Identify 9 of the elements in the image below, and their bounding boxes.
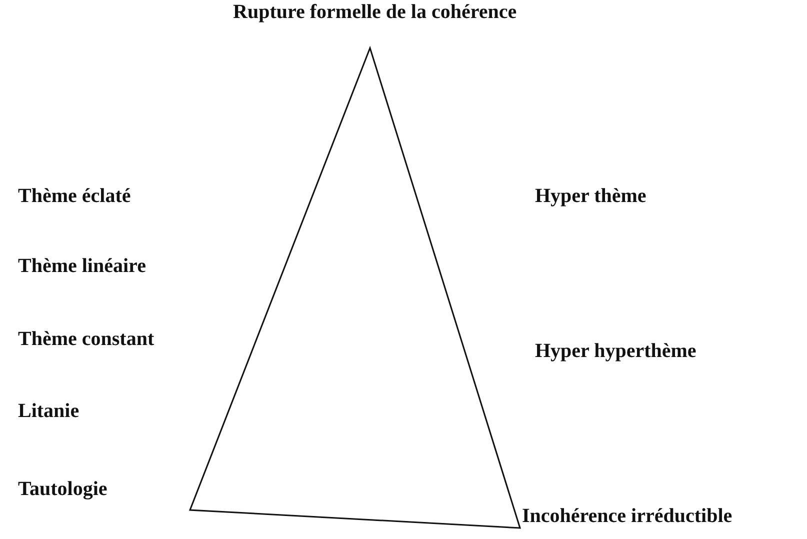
- axis-label: Litanie: [18, 399, 80, 423]
- axis-label: Hyper hyperthème: [535, 339, 696, 363]
- axis-label: Incohérence irréductible: [522, 504, 732, 528]
- axis-label: Thème éclaté: [18, 184, 131, 208]
- axis-label: Thème constant: [18, 327, 154, 351]
- axis-label: Thème linéaire: [18, 254, 146, 278]
- axis-label: Rupture formelle de la cohérence: [233, 0, 517, 24]
- axis-label: Hyper thème: [535, 184, 646, 208]
- axis-label: Tautologie: [18, 477, 108, 501]
